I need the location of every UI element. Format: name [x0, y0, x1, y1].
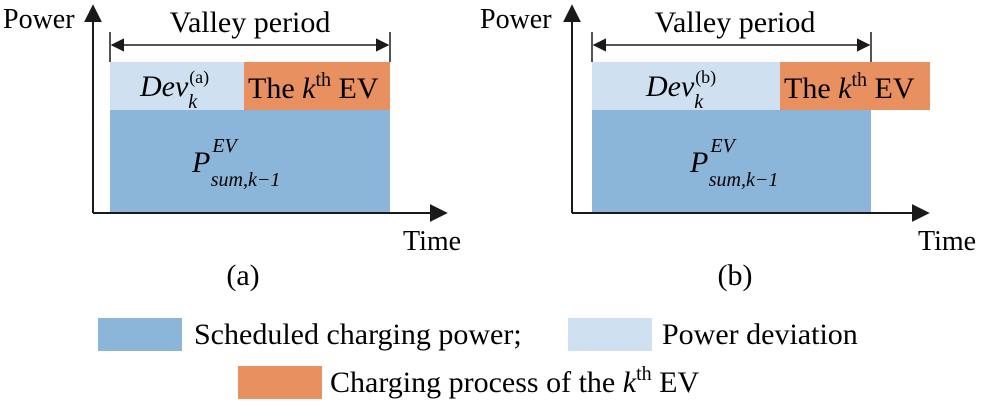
legend-label-scheduled: Scheduled charging power; — [194, 318, 522, 351]
valley-period-label: Valley period — [170, 6, 331, 39]
deviation-label: Devk(b) — [645, 67, 716, 113]
panel-a-caption: (a) — [226, 259, 259, 292]
ev-charging-block — [780, 62, 930, 110]
legend-label-deviation: Power deviation — [662, 318, 858, 351]
legend-swatch-deviation — [568, 318, 652, 351]
panel-a: Power Time Valley period Devk(a) The kth… — [3, 4, 461, 292]
x-axis-label: Time — [403, 226, 461, 257]
valley-period-label: Valley period — [655, 6, 816, 39]
legend-label-charging: Charging process of the kth EV — [330, 363, 699, 399]
ev-charging-block — [244, 62, 390, 110]
deviation-label: Devk(a) — [139, 67, 209, 113]
y-axis-label: Power — [480, 4, 552, 35]
legend-swatch-scheduled — [98, 318, 182, 351]
legend-swatch-charging — [238, 366, 322, 399]
scheduled-power-block — [110, 110, 390, 213]
ev-label: The kth EV — [248, 69, 379, 105]
x-axis-label: Time — [918, 226, 976, 257]
panel-b-caption: (b) — [718, 259, 753, 292]
power-deviation-block — [592, 62, 780, 110]
panel-b: Power Time Valley period Devk(b) The kth… — [480, 4, 976, 292]
ev-label: The kth EV — [784, 69, 915, 105]
scheduled-power-block — [592, 110, 871, 213]
legend: Scheduled charging power; Power deviatio… — [98, 318, 858, 399]
y-axis-label: Power — [3, 4, 75, 35]
power-deviation-block — [110, 62, 244, 110]
